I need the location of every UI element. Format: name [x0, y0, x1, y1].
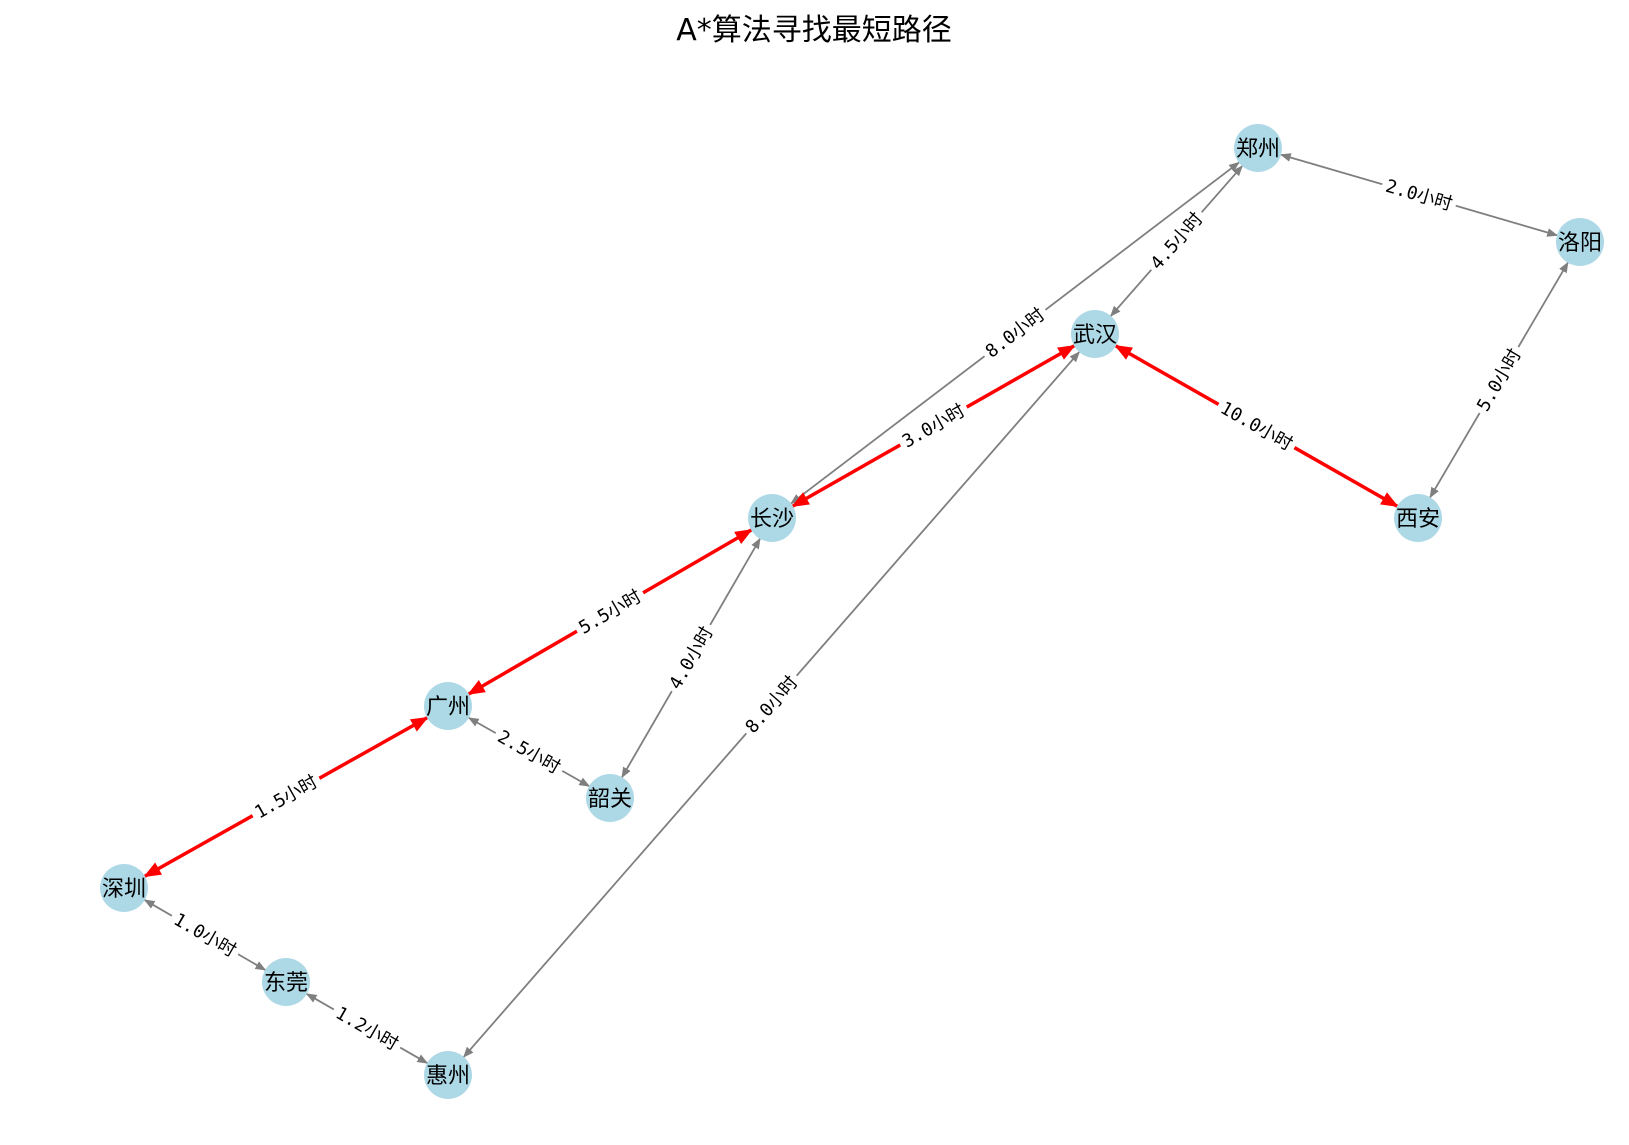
node-label: 郑州	[1236, 137, 1280, 162]
node-xian[interactable]: 西安	[1394, 494, 1442, 542]
node-circle	[424, 682, 472, 730]
edge-label-shaoguan-changsha: 4.0小时	[663, 619, 721, 698]
edge-label-shenzhen-dongguan: 1.0小时	[165, 907, 244, 965]
node-guangzhou[interactable]: 广州	[424, 682, 472, 730]
node-zhengzhou[interactable]: 郑州	[1234, 124, 1282, 172]
node-label: 长沙	[750, 507, 794, 532]
node-label: 武汉	[1073, 323, 1117, 348]
edge-label-wuhan-zhengzhou: 4.5小时	[1143, 205, 1211, 278]
node-circle	[100, 864, 148, 912]
edge-label-text: 10.0小时	[1217, 398, 1296, 456]
edge-label-background	[327, 1000, 406, 1058]
node-circle	[1556, 218, 1604, 266]
node-circle	[1071, 310, 1119, 358]
node-circle	[424, 1051, 472, 1099]
edge-label-guangzhou-shaoguan: 2.5小时	[489, 724, 568, 782]
node-label: 惠州	[426, 1064, 470, 1089]
node-circle	[262, 958, 310, 1006]
edge-label-background	[1471, 341, 1529, 420]
edge-label-wuhan-xian: 10.0小时	[1212, 395, 1300, 459]
node-label: 广州	[426, 695, 470, 720]
edge-label-background	[247, 769, 326, 827]
edges-layer	[143, 153, 1569, 1064]
node-circle	[586, 774, 634, 822]
edge-label-luoyang-xian: 5.0小时	[1471, 341, 1529, 420]
node-label: 西安	[1396, 507, 1440, 532]
edge-label-huizhou-wuhan: 8.0小时	[738, 669, 806, 742]
node-label: 韶关	[588, 787, 632, 812]
node-luoyang[interactable]: 洛阳	[1556, 218, 1604, 266]
diagram-title: A*算法寻找最短路径	[676, 13, 952, 48]
node-wuhan[interactable]: 武汉	[1071, 310, 1119, 358]
edge-label-background	[1212, 395, 1300, 459]
node-shaoguan[interactable]: 韶关	[586, 774, 634, 822]
edge-label-background	[663, 619, 721, 698]
node-circle	[748, 494, 796, 542]
edge-label-text: 1.2小时	[332, 1003, 402, 1055]
edge-label-background	[738, 669, 806, 742]
node-label: 洛阳	[1558, 231, 1602, 256]
edge-label-text: 8.0小时	[982, 304, 1049, 362]
edge-label-text: 5.5小时	[575, 586, 645, 639]
node-label: 东莞	[264, 971, 308, 996]
edge-labels-layer: 1.0小时 1.2小时 2.5小时 4.0小时 8.0小时 8.0小时 4.5小时 2.0小时…	[165, 174, 1529, 1058]
edge-label-text: 4.0小时	[665, 623, 717, 693]
edge-label-text: 1.0小时	[170, 909, 240, 962]
node-changsha[interactable]: 长沙	[748, 494, 796, 542]
edge-label-changsha-wuhan: 3.0小时	[895, 398, 973, 456]
node-circle	[1394, 494, 1442, 542]
edge-label-text: 5.0小时	[1473, 345, 1526, 415]
node-shenzhen[interactable]: 深圳	[100, 864, 148, 912]
edge-label-text: 2.5小时	[494, 726, 564, 778]
edge-label-background	[489, 724, 568, 782]
edge-label-zhengzhou-luoyang: 2.0小时	[1378, 174, 1459, 218]
edge-label-shenzhen-guangzhou: 1.5小时	[247, 769, 326, 827]
edge-label-changsha-zhengzhou: 8.0小时	[978, 301, 1053, 366]
node-circle	[1234, 124, 1282, 172]
edge-label-guangzhou-changsha: 5.5小时	[571, 584, 650, 642]
edge-label-text: 8.0小时	[741, 672, 802, 737]
node-label: 深圳	[102, 877, 146, 902]
node-huizhou[interactable]: 惠州	[424, 1051, 472, 1099]
edge-label-text: 4.5小时	[1146, 209, 1207, 274]
node-dongguan[interactable]: 东莞	[262, 958, 310, 1006]
edge-label-background	[895, 398, 973, 456]
edge-label-background	[165, 907, 244, 965]
edge-label-dongguan-huizhou: 1.2小时	[327, 1000, 406, 1058]
edge-label-background	[571, 584, 650, 642]
edge-label-background	[1378, 174, 1459, 218]
edge-label-text: 2.0小时	[1383, 176, 1455, 215]
edge-label-background	[978, 301, 1053, 366]
edge-label-text: 3.0小时	[899, 400, 969, 452]
edge-label-text: 1.5小时	[251, 772, 321, 824]
edge-label-background	[1143, 205, 1211, 278]
